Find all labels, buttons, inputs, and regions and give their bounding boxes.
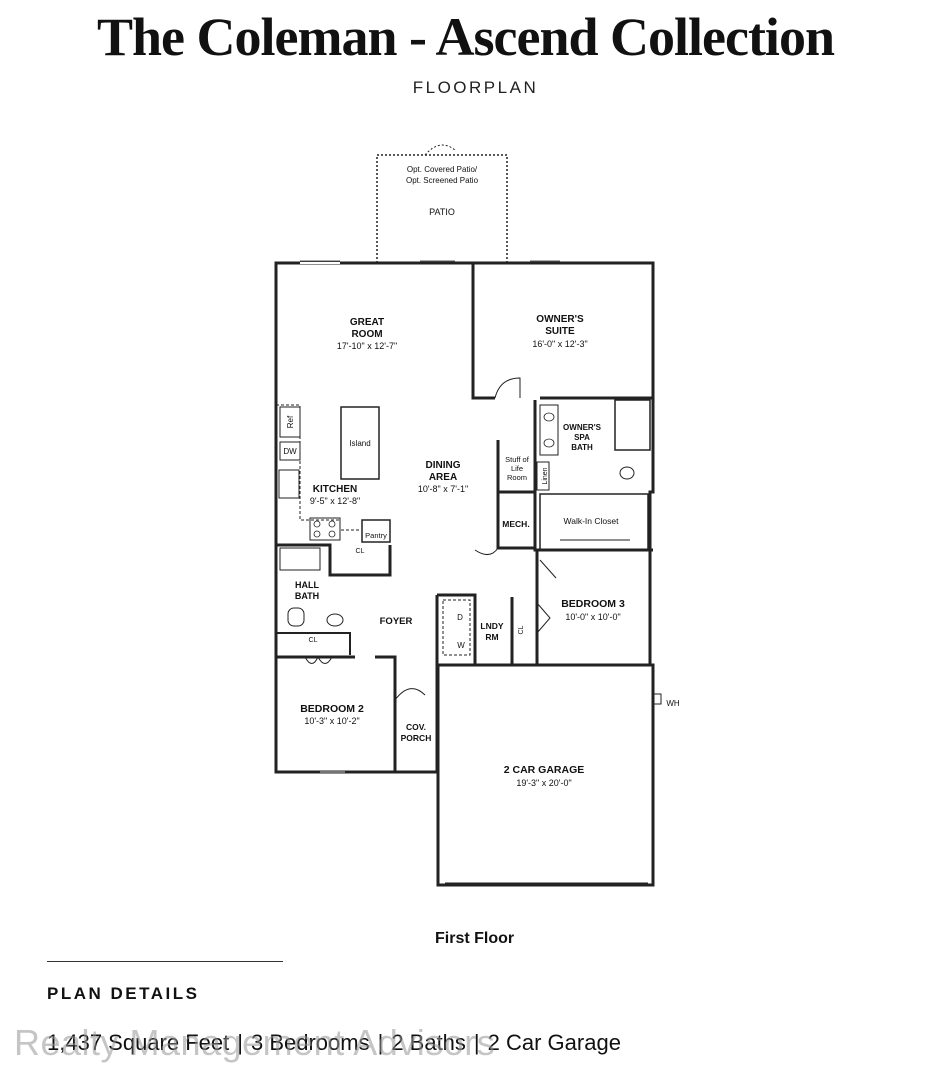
porch-label-1: COV. <box>406 722 426 732</box>
washer-label: W <box>457 641 465 650</box>
patio-door-swing <box>424 144 456 156</box>
plan-subtitle: FLOORPLAN <box>412 78 539 97</box>
spa-bath-label-3: BATH <box>571 443 593 452</box>
bedroom3-dim: 10'-0" x 10'-0" <box>565 612 620 622</box>
floor-label: First Floor <box>435 930 515 947</box>
garage-dim: 19'-3" x 20'-0" <box>516 778 571 788</box>
bedroom3-label: BEDROOM 3 <box>561 598 625 610</box>
bedroom2-label: BEDROOM 2 <box>300 703 364 715</box>
dining-label-2: AREA <box>429 472 457 483</box>
mech-label: MECH. <box>502 519 529 529</box>
pantry-outline <box>361 519 391 543</box>
water-heater-box <box>652 693 662 705</box>
spa-bath-label-1: OWNER'S <box>563 423 602 432</box>
stuff-room-label-2: Life <box>511 464 523 473</box>
bedroom-count: 3 Bedrooms <box>250 1030 370 1055</box>
great-room-dim: 17'-10" x 12'-7" <box>337 341 397 351</box>
walk-in-closet <box>539 493 649 551</box>
divider <box>47 961 283 962</box>
foyer-door <box>394 688 426 702</box>
laundry-label-2: RM <box>485 632 498 642</box>
dining-dim: 10'-8" x 7'-1" <box>418 484 468 494</box>
plan-details-summary: 1,437 Square Feet | 3 Bedrooms | 2 Baths | 2 C… <box>47 1030 621 1056</box>
kitchen-island <box>340 406 380 480</box>
stuff-room-label-3: Room <box>507 473 527 482</box>
water-heater-label: WH <box>666 699 680 708</box>
dw-label: DW <box>283 447 297 456</box>
watermark: Realty Management Advisors <box>14 1022 496 1063</box>
bath-count: 2 Baths <box>391 1030 466 1055</box>
patio-label: PATIO <box>429 207 455 217</box>
porch-label-2: PORCH <box>401 733 432 743</box>
separator: | <box>377 1030 384 1055</box>
dryer-label: D <box>457 613 463 622</box>
kitchen-label: KITCHEN <box>313 484 357 495</box>
separator: | <box>473 1030 480 1055</box>
owners-suite-label: OWNER'S <box>536 314 584 325</box>
spa-bath-label-2: SPA <box>574 433 590 442</box>
hall-bath-label-2: BATH <box>295 591 319 601</box>
plan-details-heading: PLAN DETAILS <box>47 984 200 1003</box>
hall-closet-label: CL <box>356 548 365 555</box>
great-room-label-2: ROOM <box>351 329 382 340</box>
walk-in-closet-label: Walk-In Closet <box>564 516 620 526</box>
dining-label: DINING <box>426 460 461 471</box>
laundry-label-1: LNDY <box>480 621 503 631</box>
owners-shower <box>614 399 651 451</box>
foyer-label: FOYER <box>380 616 413 627</box>
owners-suite-label-2: SUITE <box>545 326 575 337</box>
pantry-label: Pantry <box>365 531 387 540</box>
bedroom2-dim: 10'-3" x 10'-2" <box>304 716 359 726</box>
hall-bath-wall <box>276 543 392 577</box>
bath-closet-label: CL <box>309 637 318 644</box>
linen-label: Linen <box>542 467 549 484</box>
ref-label: Ref <box>286 415 295 428</box>
patio-outline <box>376 154 508 264</box>
garage-outline <box>436 663 655 887</box>
separator: | <box>237 1030 243 1055</box>
bedroom3-closet-label: CL <box>518 625 525 634</box>
owners-suite-dim: 16'-0" x 12'-3" <box>532 339 587 349</box>
island-label: Island <box>349 439 370 448</box>
patio-opt-label-1: Opt. Covered Patio/ <box>407 165 478 174</box>
garage-size: 2 Car Garage <box>487 1030 621 1055</box>
owners-door-swing <box>494 377 521 399</box>
floorplan-drawing: Opt. Covered Patio/ Opt. Screened Patio … <box>274 144 680 887</box>
plan-title: The Coleman - Ascend Collection <box>97 7 835 67</box>
hall-bath-label-1: HALL <box>295 580 319 590</box>
owners-suite-wall <box>471 263 495 400</box>
kitchen-dim: 9'-5" x 12'-8" <box>310 496 360 506</box>
garage-label: 2 CAR GARAGE <box>504 764 585 776</box>
kitchen-counter <box>276 404 360 531</box>
patio-opt-label-2: Opt. Screened Patio <box>406 176 479 185</box>
square-feet: 1,437 Square Feet <box>47 1030 230 1055</box>
stuff-room-label-1: Stuff of <box>505 455 530 464</box>
great-room-label: GREAT <box>350 317 384 328</box>
